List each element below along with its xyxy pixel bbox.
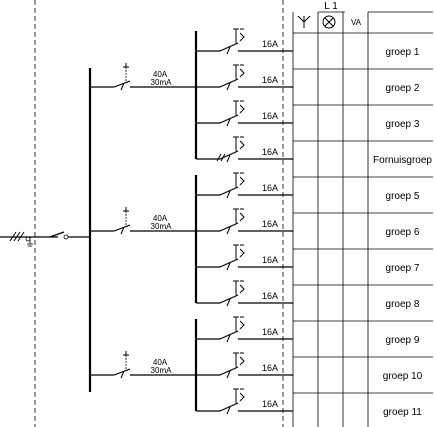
group-label: groep 6 [386, 227, 420, 238]
group-branch: 16A [196, 28, 293, 55]
breaker-rating: 16A [262, 183, 278, 193]
breaker-switch [219, 42, 239, 52]
va-column-header: VA [351, 18, 362, 27]
group-branch: 16A [196, 172, 293, 199]
rcd-sensitivity: 30mA [151, 366, 173, 375]
breaker-rating: 16A [262, 147, 278, 157]
group-label: groep 3 [386, 119, 420, 130]
group-branch: 16A [196, 244, 293, 271]
group-branch: 16A [196, 64, 293, 91]
group-branch: 16A [196, 352, 293, 379]
breaker-rating: 16A [262, 111, 278, 121]
group-label: groep 11 [383, 407, 422, 418]
group-branch: 16A [196, 136, 293, 163]
group-label: groep 8 [386, 299, 420, 310]
rcd-switch [113, 224, 131, 232]
breaker-rating: 16A [262, 291, 278, 301]
breaker-rating: 16A [262, 39, 278, 49]
group-label: groep 2 [386, 83, 420, 94]
group-table: L 1 VA groep 1 groep 2 groep 3 Fornuisgroep… [292, 1, 433, 427]
group-label: groep 5 [386, 191, 420, 202]
group-label: groep 1 [386, 47, 420, 58]
rcd-sensitivity: 30mA [151, 222, 173, 231]
group-label: groep 10 [383, 371, 423, 382]
phase-label: L 1 [324, 1, 338, 12]
breaker-switch [219, 402, 239, 412]
rcd-rating: 40A [153, 70, 168, 79]
branch-layer: 16A 16A 16A 16A 16A 16A 16A 16A 16A 16A 16A [196, 28, 293, 415]
group-branch: 16A [196, 208, 293, 235]
breaker-switch [219, 78, 239, 88]
breaker-switch [219, 330, 239, 340]
breaker-rating: 16A [262, 327, 278, 337]
rcd-sensitivity: 30mA [151, 78, 173, 87]
group-branch: 16A [196, 280, 293, 307]
breaker-switch [219, 366, 239, 376]
group-branch: 16A [196, 100, 293, 127]
main-switch [0, 231, 90, 247]
breaker-switch [219, 258, 239, 268]
rcd-rating: 40A [153, 358, 168, 367]
rcd-switch [113, 80, 131, 88]
group-branch: 16A [196, 316, 293, 343]
breaker-rating: 16A [262, 399, 278, 409]
lamp-icon [322, 15, 336, 29]
rcd-rating: 40A [153, 214, 168, 223]
breaker-switch [219, 222, 239, 232]
group-label: groep 9 [386, 335, 420, 346]
breaker-rating: 16A [262, 75, 278, 85]
breaker-switch [219, 114, 239, 124]
breaker-rating: 16A [262, 219, 278, 229]
breaker-rating: 16A [262, 255, 278, 265]
group-label: Fornuisgroep [373, 155, 432, 166]
group-label: groep 7 [386, 263, 420, 274]
breaker-rating: 16A [262, 363, 278, 373]
group-branch: 16A [196, 388, 293, 415]
breaker-switch [219, 186, 239, 196]
antenna-icon [297, 15, 311, 28]
rcd-switch [113, 368, 131, 376]
breaker-switch [219, 294, 239, 304]
